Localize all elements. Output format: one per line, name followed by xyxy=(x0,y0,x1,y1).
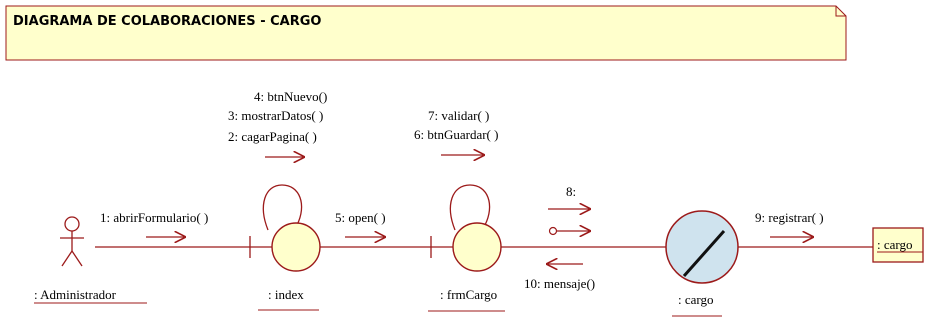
title-note: DIAGRAMA DE COLABORACIONES - CARGO xyxy=(5,5,847,61)
index-label: : index xyxy=(268,287,304,302)
msg-8: 8: xyxy=(566,184,576,199)
actor-label: : Administrador xyxy=(34,287,117,302)
cargo-label: : cargo xyxy=(678,292,714,307)
msg-3: 3: mostrarDatos( ) xyxy=(228,108,323,123)
msg-5: 5: open( ) xyxy=(335,210,386,225)
msg-6: 6: btnGuardar( ) xyxy=(414,127,498,142)
boundary-frmcargo xyxy=(430,184,502,272)
msg-7: 7: validar( ) xyxy=(428,108,489,123)
msg-1: 1: abrirFormulario( ) xyxy=(100,210,208,225)
msg-2: 2: cagarPagina( ) xyxy=(228,129,317,144)
self-loop-frmcargo xyxy=(449,184,491,231)
class-cargo-label: : cargo xyxy=(877,237,913,252)
msg-4: 4: btnNuevo() xyxy=(254,89,327,104)
msg-10: 10: mensaje() xyxy=(524,276,595,291)
diagram-title: DIAGRAMA DE COLABORACIONES - CARGO xyxy=(13,14,321,29)
msg-9: 9: registrar( ) xyxy=(755,210,824,225)
self-loop-index xyxy=(262,184,303,231)
frmcargo-label: : frmCargo xyxy=(440,287,497,302)
class-cargo-box: : cargo xyxy=(872,227,924,263)
boundary-index xyxy=(249,184,321,272)
data-flow-icon xyxy=(548,226,558,236)
control-cargo xyxy=(665,210,739,284)
actor-administrador xyxy=(60,216,84,267)
